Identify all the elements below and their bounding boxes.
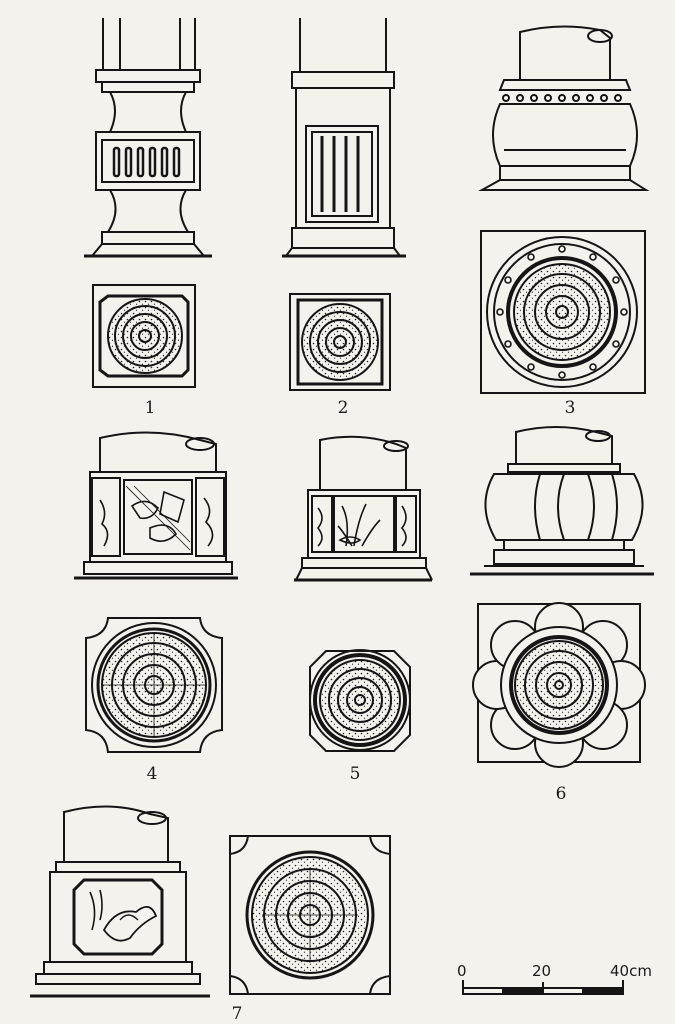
figure-label-1: 1 bbox=[144, 398, 156, 418]
figure-label-3: 3 bbox=[564, 398, 576, 418]
scale-tick-20: 20 bbox=[532, 962, 552, 980]
figure-4-plan bbox=[85, 617, 223, 753]
figure-6-plan bbox=[472, 602, 646, 768]
scale-tick-0: 0 bbox=[457, 962, 467, 980]
figure-1-plan bbox=[92, 284, 196, 388]
figure-2-plan bbox=[289, 293, 391, 391]
figure-1-elevation bbox=[84, 18, 212, 258]
figure-label-4: 4 bbox=[146, 764, 158, 784]
figure-3-plan bbox=[480, 230, 646, 394]
figure-4-elevation bbox=[74, 431, 238, 580]
figure-5-plan bbox=[309, 649, 411, 752]
figure-7-elevation bbox=[30, 805, 210, 998]
figure-label-5: 5 bbox=[349, 764, 361, 784]
figure-6-elevation bbox=[470, 426, 654, 576]
figure-5-elevation bbox=[294, 435, 433, 582]
figure-label-7: 7 bbox=[231, 1004, 243, 1024]
figure-3-elevation bbox=[478, 25, 650, 191]
scale-tick-40cm: 40cm bbox=[610, 962, 652, 980]
figure-label-6: 6 bbox=[555, 784, 567, 804]
scale-bar bbox=[462, 980, 624, 995]
figure-2-elevation bbox=[282, 18, 406, 258]
figure-label-2: 2 bbox=[337, 398, 349, 418]
figure-7-plan bbox=[229, 835, 391, 995]
